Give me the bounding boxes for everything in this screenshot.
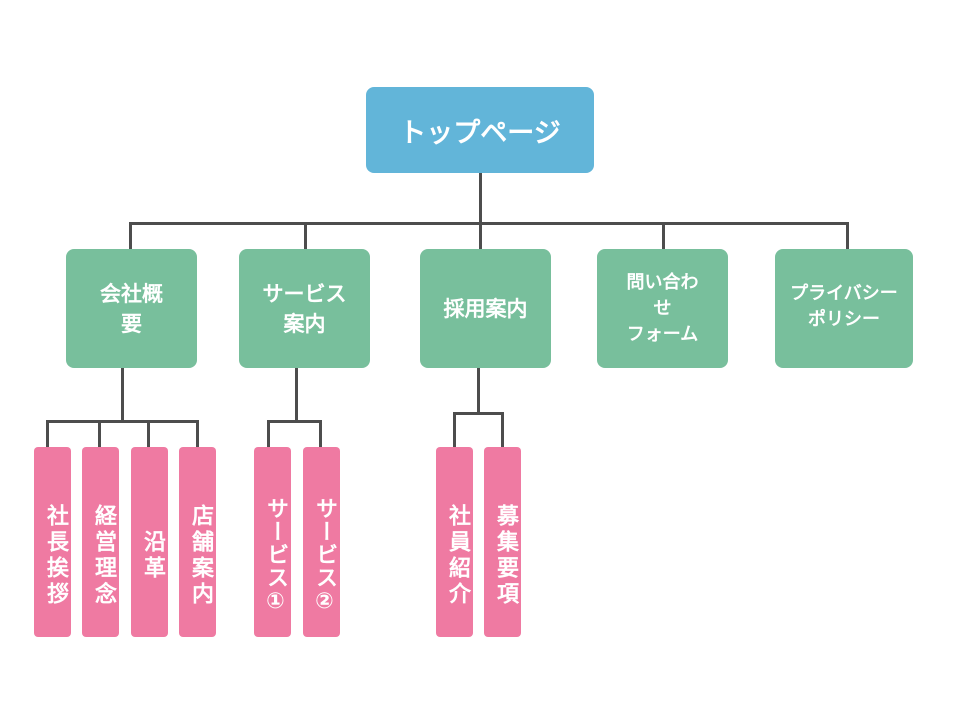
connector: [46, 420, 199, 423]
connector: [121, 368, 124, 422]
node-contact-form: 問い合わ せ フォーム: [597, 249, 728, 368]
connector: [304, 222, 307, 250]
connector: [129, 222, 132, 250]
connector: [662, 222, 665, 250]
connector: [479, 172, 482, 224]
connector: [129, 222, 849, 225]
leaf-service-2: サービス②: [303, 447, 340, 637]
leaf-ceo-greeting: 社長挨拶: [34, 447, 71, 637]
connector: [319, 420, 322, 448]
connector: [453, 412, 503, 415]
connector: [453, 412, 456, 448]
leaf-history: 沿革: [131, 447, 168, 637]
node-recruitment: 採用案内: [420, 249, 551, 368]
leaf-staff-intro: 社員紹介: [436, 447, 473, 637]
connector: [147, 420, 150, 448]
node-company-overview: 会社概 要: [66, 249, 197, 368]
connector: [295, 368, 298, 422]
node-top-page: トップページ: [366, 87, 594, 173]
connector: [46, 420, 49, 448]
connector: [846, 222, 849, 250]
leaf-management-philosophy: 経営理念: [82, 447, 119, 637]
connector: [501, 412, 504, 448]
connector: [98, 420, 101, 448]
node-service-guide: サービス 案内: [239, 249, 370, 368]
leaf-service-1: サービス①: [254, 447, 291, 637]
connector: [477, 368, 480, 414]
node-privacy-policy: プライバシー ポリシー: [775, 249, 913, 368]
connector: [479, 222, 482, 250]
connector: [267, 420, 322, 423]
leaf-job-requirements: 募集要項: [484, 447, 521, 637]
connector: [267, 420, 270, 448]
leaf-store-guide: 店舗案内: [179, 447, 216, 637]
connector: [196, 420, 199, 448]
